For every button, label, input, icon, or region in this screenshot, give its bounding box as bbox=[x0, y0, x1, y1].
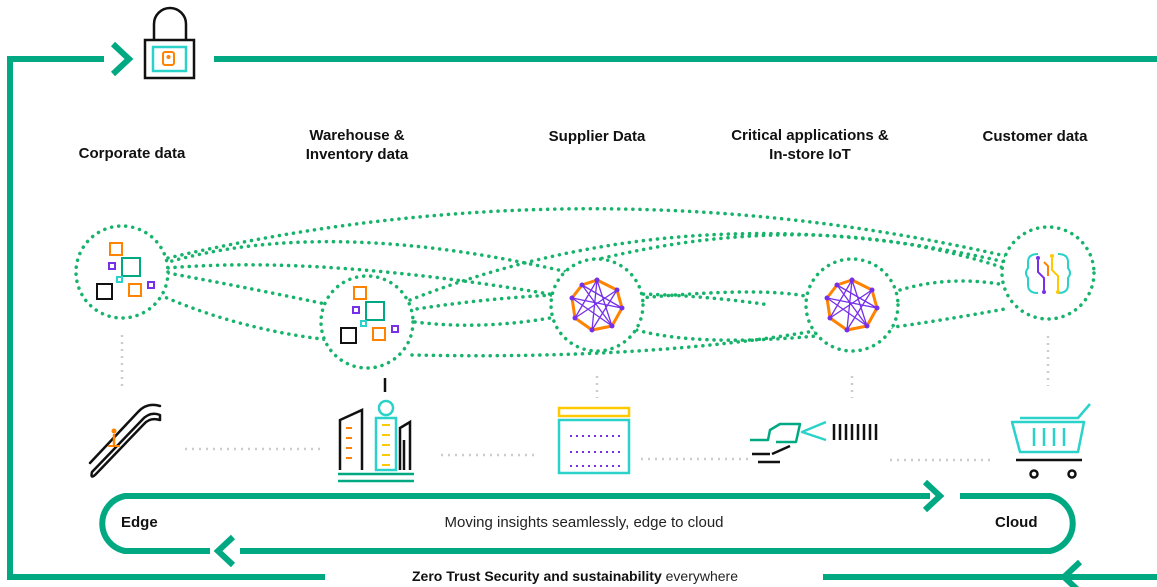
arrow-left-icon bbox=[1059, 559, 1083, 587]
category-label-critical-apps: Critical applications & In-store IoT bbox=[731, 127, 889, 163]
cloud-label: Cloud bbox=[995, 514, 1038, 531]
flow-message: Moving insights seamlessly, edge to clou… bbox=[444, 514, 724, 531]
arrow-right-icon bbox=[922, 479, 945, 513]
footer-bold-text: Zero Trust Security and sustainability bbox=[412, 568, 662, 584]
edge-cloud-loop bbox=[99, 479, 1076, 568]
arrow-left-icon bbox=[213, 534, 236, 568]
network-icon bbox=[569, 277, 625, 333]
scanner-icon bbox=[750, 420, 878, 464]
vertical-connectors bbox=[120, 335, 1050, 398]
cart-icon bbox=[1010, 403, 1091, 479]
footer-normal-text: everywhere bbox=[661, 568, 738, 584]
warehouse-icon bbox=[338, 399, 414, 483]
security-loop bbox=[7, 41, 1157, 587]
category-label-supplier: Supplier Data bbox=[548, 128, 646, 145]
arrow-right-icon bbox=[110, 41, 134, 77]
brain-circuit-icon bbox=[1025, 253, 1071, 294]
category-label-customer: Customer data bbox=[982, 128, 1088, 145]
category-label-warehouse: Warehouse & Inventory data bbox=[305, 127, 409, 163]
lock-icon bbox=[143, 6, 196, 80]
data-blocks-icon bbox=[340, 286, 399, 344]
horizontal-connectors bbox=[185, 447, 993, 462]
escalator-icon bbox=[88, 403, 162, 478]
network-nodes bbox=[74, 224, 1096, 370]
network-icon bbox=[824, 277, 880, 333]
footer-statement: Zero Trust Security and sustainability e… bbox=[330, 568, 820, 584]
category-label-corporate: Corporate data bbox=[78, 145, 186, 162]
store-icon bbox=[557, 406, 631, 475]
edge-label: Edge bbox=[121, 514, 158, 531]
data-blocks-icon bbox=[96, 242, 155, 300]
